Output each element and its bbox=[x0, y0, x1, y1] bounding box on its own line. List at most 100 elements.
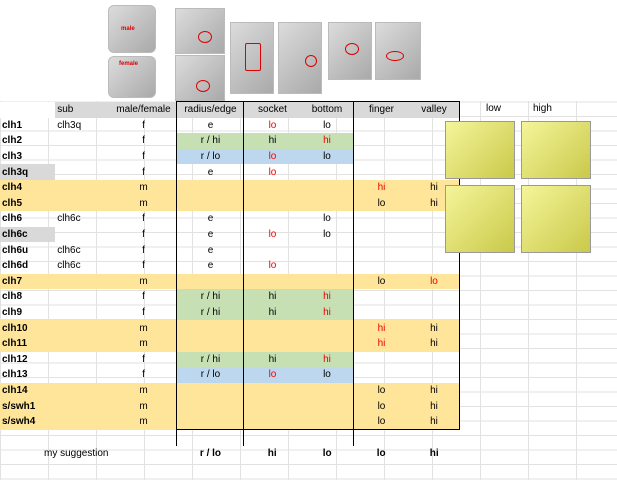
row-socket[interactable] bbox=[243, 195, 301, 212]
row-valley[interactable]: hi bbox=[408, 382, 461, 399]
row-sub[interactable] bbox=[55, 164, 110, 180]
row-bottom[interactable]: hi bbox=[300, 304, 355, 321]
row-finger[interactable] bbox=[354, 352, 409, 368]
row-socket[interactable]: hi bbox=[243, 304, 301, 321]
row-radius-edge[interactable]: e bbox=[176, 117, 245, 134]
row-socket[interactable] bbox=[243, 398, 301, 414]
row-name[interactable]: clh12 bbox=[2, 353, 28, 365]
row-socket[interactable]: hi bbox=[243, 289, 301, 305]
row-male-female[interactable]: m bbox=[110, 320, 177, 336]
row-male-female[interactable]: f bbox=[142, 213, 145, 225]
row-sub[interactable] bbox=[55, 305, 110, 321]
row-sub[interactable] bbox=[55, 195, 111, 212]
row-male-female[interactable]: m bbox=[110, 398, 177, 414]
finger-thumbnail[interactable] bbox=[328, 22, 372, 80]
row-socket[interactable]: hi bbox=[243, 133, 301, 149]
row-name[interactable]: clh9 bbox=[2, 307, 23, 319]
row-radius-edge[interactable] bbox=[176, 413, 245, 431]
row-finger[interactable]: hi bbox=[353, 335, 409, 352]
row-male-female[interactable]: m bbox=[110, 382, 177, 399]
row-bottom[interactable]: lo bbox=[300, 211, 355, 227]
row-male-female[interactable]: f bbox=[142, 291, 145, 303]
row-male-female[interactable]: f bbox=[142, 369, 145, 381]
row-radius-edge[interactable]: e bbox=[176, 226, 245, 243]
row-sub[interactable]: clh6c bbox=[57, 244, 81, 256]
row-finger[interactable] bbox=[354, 258, 409, 274]
row-bottom[interactable] bbox=[300, 195, 355, 212]
row-name[interactable]: clh7 bbox=[0, 273, 56, 290]
row-valley[interactable]: hi bbox=[408, 335, 461, 352]
row-radius-edge[interactable] bbox=[176, 320, 245, 336]
row-finger[interactable] bbox=[354, 149, 409, 165]
low-corner-image[interactable] bbox=[445, 121, 515, 179]
row-bottom[interactable] bbox=[300, 242, 355, 258]
row-valley[interactable]: hi bbox=[408, 413, 461, 431]
row-finger[interactable]: lo bbox=[353, 273, 409, 290]
row-bottom[interactable] bbox=[300, 164, 355, 180]
row-sub[interactable] bbox=[55, 352, 110, 368]
row-male-female[interactable]: f bbox=[142, 260, 145, 272]
row-male-female[interactable]: f bbox=[142, 119, 145, 131]
row-socket[interactable] bbox=[243, 320, 301, 336]
row-valley[interactable]: lo bbox=[408, 273, 461, 290]
row-bottom[interactable] bbox=[300, 273, 355, 290]
row-finger[interactable]: lo bbox=[353, 195, 409, 212]
row-radius-edge[interactable]: e bbox=[176, 211, 245, 227]
row-name[interactable]: clh13 bbox=[2, 369, 28, 381]
bottom-thumbnail[interactable] bbox=[278, 22, 322, 94]
row-sub[interactable] bbox=[55, 382, 111, 399]
row-name[interactable]: s/swh4 bbox=[0, 413, 56, 430]
row-name[interactable]: clh10 bbox=[0, 320, 56, 336]
row-name[interactable]: clh5 bbox=[0, 195, 56, 212]
row-male-female[interactable]: m bbox=[110, 335, 177, 352]
female-thumbnail[interactable]: female bbox=[108, 56, 156, 98]
row-radius-edge[interactable]: r / lo bbox=[176, 367, 245, 383]
row-sub[interactable] bbox=[55, 149, 110, 165]
row-radius-edge[interactable] bbox=[176, 398, 245, 414]
row-sub[interactable] bbox=[55, 367, 110, 383]
row-name[interactable]: s/swh1 bbox=[0, 398, 56, 414]
row-sub[interactable] bbox=[55, 335, 111, 352]
row-socket[interactable] bbox=[243, 335, 301, 352]
row-male-female[interactable]: m bbox=[110, 195, 177, 212]
row-bottom[interactable]: lo bbox=[300, 117, 355, 134]
row-male-female[interactable]: f bbox=[142, 135, 145, 147]
row-radius-edge[interactable]: e bbox=[176, 257, 245, 274]
high-corner-image[interactable] bbox=[521, 121, 591, 179]
row-valley[interactable] bbox=[408, 367, 461, 383]
row-name[interactable]: clh1 bbox=[2, 119, 23, 131]
row-socket[interactable]: hi bbox=[243, 351, 301, 368]
row-name[interactable]: clh11 bbox=[0, 335, 56, 352]
row-finger[interactable] bbox=[354, 133, 409, 149]
row-bottom[interactable]: lo bbox=[300, 367, 355, 383]
socket-thumbnail[interactable] bbox=[230, 22, 274, 94]
row-sub[interactable] bbox=[55, 320, 111, 336]
row-sub[interactable]: clh6c bbox=[57, 213, 81, 225]
row-sub[interactable] bbox=[55, 227, 110, 243]
row-finger[interactable]: hi bbox=[353, 320, 409, 336]
row-socket[interactable] bbox=[244, 211, 301, 227]
row-male-female[interactable]: m bbox=[110, 179, 177, 196]
row-socket[interactable]: lo bbox=[268, 260, 277, 272]
row-socket[interactable]: lo bbox=[268, 229, 277, 241]
row-male-female[interactable]: f bbox=[142, 151, 145, 163]
row-finger[interactable] bbox=[354, 289, 409, 305]
high-finger-image[interactable] bbox=[521, 185, 591, 253]
row-valley[interactable]: hi bbox=[408, 398, 461, 414]
row-male-female[interactable]: f bbox=[142, 166, 145, 178]
low-finger-image[interactable] bbox=[445, 185, 515, 253]
row-finger[interactable] bbox=[354, 227, 409, 243]
row-male-female[interactable]: m bbox=[110, 413, 177, 430]
row-sub[interactable]: clh6c bbox=[57, 260, 81, 272]
row-finger[interactable]: lo bbox=[353, 382, 409, 399]
row-sub[interactable] bbox=[55, 273, 111, 290]
row-finger[interactable] bbox=[354, 242, 409, 258]
row-name[interactable]: clh6d bbox=[2, 260, 29, 272]
row-sub[interactable] bbox=[55, 398, 111, 414]
row-radius-edge[interactable]: r / hi bbox=[176, 133, 245, 149]
row-bottom[interactable] bbox=[300, 320, 355, 336]
row-finger[interactable] bbox=[354, 211, 409, 227]
row-sub[interactable] bbox=[55, 289, 110, 305]
row-socket[interactable] bbox=[244, 242, 301, 258]
row-name[interactable]: clh3q bbox=[0, 164, 56, 180]
